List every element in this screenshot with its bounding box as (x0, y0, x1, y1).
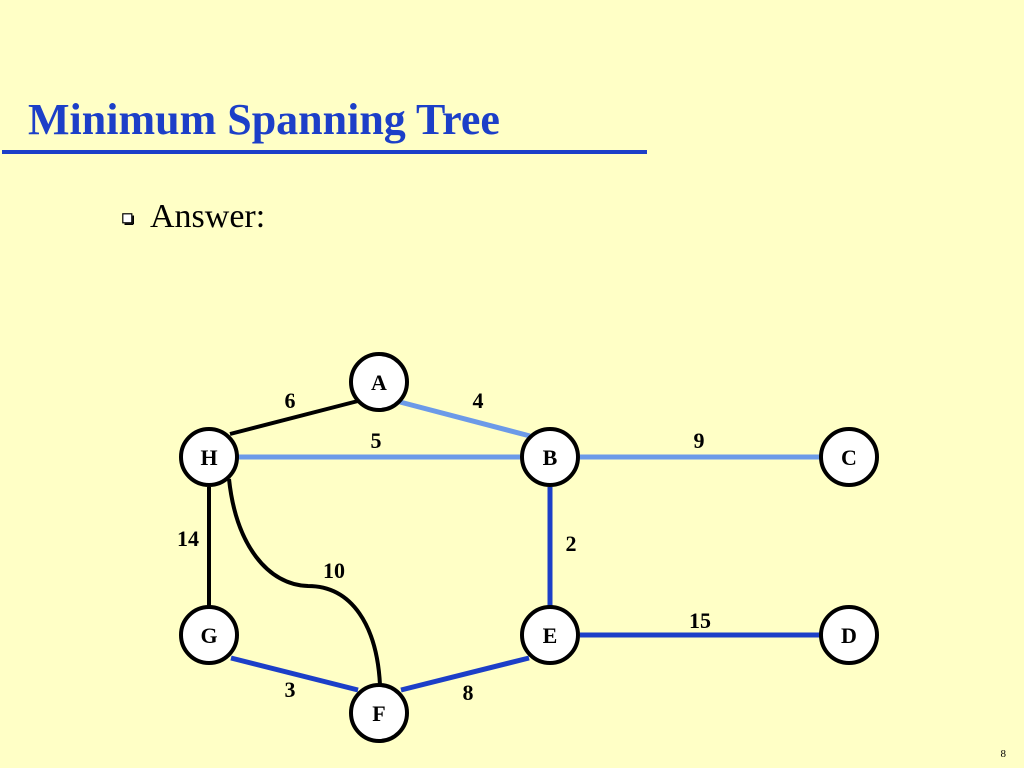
page-number: 8 (1000, 748, 1007, 760)
bullet-text: Answer: (150, 198, 266, 235)
title-underline (2, 150, 647, 154)
node-label-E: E (543, 623, 558, 648)
edge-G-F (230, 655, 359, 693)
slide-title: Minimum Spanning Tree (28, 95, 500, 144)
bullet-item: Answer: (122, 198, 265, 236)
node-B: B (520, 427, 580, 487)
weight-label-B-C: 9 (694, 428, 705, 453)
node-F: F (349, 683, 409, 743)
weight-label-A-B: 4 (473, 388, 484, 413)
node-A: A (349, 352, 409, 412)
hollow-square-bullet-icon (122, 213, 134, 225)
node-E: E (520, 605, 580, 665)
weight-label-F-E: 8 (463, 680, 474, 705)
edge-A-B (399, 399, 531, 439)
edge-H-A (229, 399, 359, 436)
node-label-B: B (543, 445, 558, 470)
node-C: C (819, 427, 879, 487)
node-label-D: D (841, 623, 857, 648)
weight-label-H-G: 14 (177, 526, 199, 551)
node-D: D (819, 605, 879, 665)
node-H: H (179, 427, 239, 487)
graph-nodes: A H B C G E D F (179, 352, 879, 743)
node-label-A: A (371, 370, 387, 395)
node-G: G (179, 605, 239, 665)
edge-weights: 6 4 5 9 2 14 10 15 3 8 (177, 388, 711, 705)
weight-label-B-E: 2 (566, 531, 577, 556)
edge-H-F (227, 478, 382, 686)
node-label-G: G (200, 623, 217, 648)
graph-edges (207, 399, 820, 693)
weight-label-H-B: 5 (371, 428, 382, 453)
node-label-C: C (841, 445, 857, 470)
weight-label-E-D: 15 (689, 608, 711, 633)
node-label-F: F (372, 701, 385, 726)
edge-F-E (400, 655, 530, 693)
weight-label-G-F: 3 (285, 677, 296, 702)
weight-label-H-A: 6 (285, 388, 296, 413)
weight-label-H-F: 10 (323, 558, 345, 583)
node-label-H: H (200, 445, 217, 470)
